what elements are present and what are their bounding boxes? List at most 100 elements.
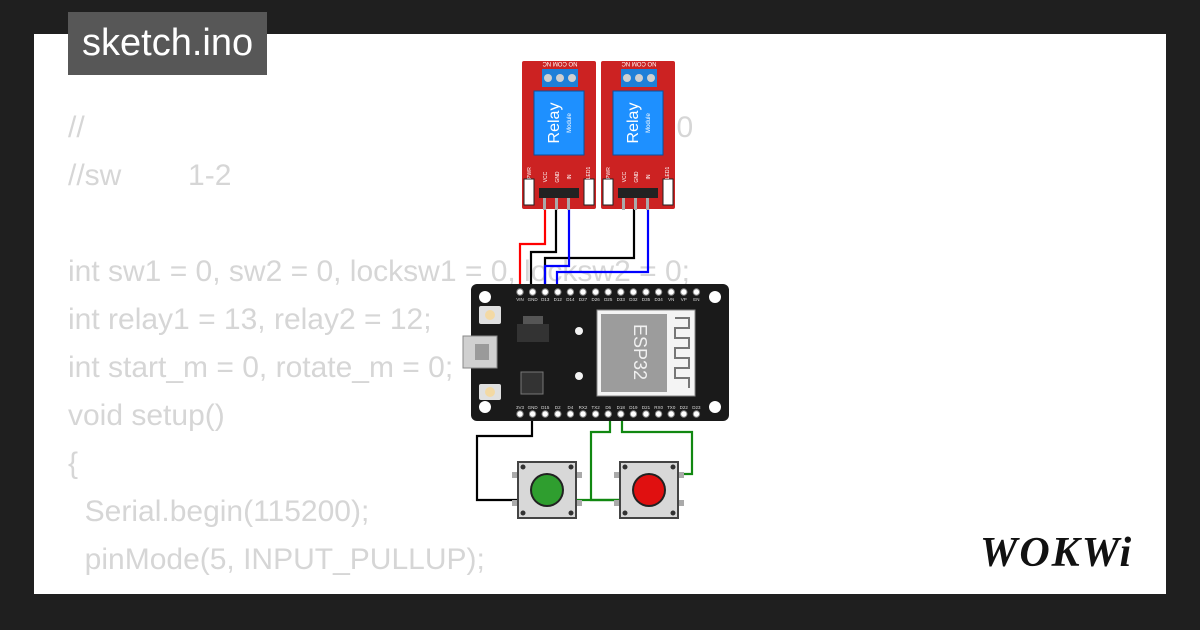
esp32-pin-label: D5	[605, 405, 611, 410]
esp32-pin[interactable]	[541, 288, 549, 296]
esp32-pin[interactable]	[692, 410, 701, 418]
esp32-pin-label: D15	[541, 405, 550, 410]
code-line: int start_m = 0, rotate_m = 0;	[68, 351, 454, 384]
wokwi-logo-text: WOKWi	[980, 530, 1133, 576]
esp32-pin[interactable]	[667, 410, 675, 418]
relay-led-1: LED1	[665, 167, 671, 180]
esp32-pin[interactable]	[667, 288, 675, 296]
esp32-pin[interactable]	[642, 410, 650, 418]
esp32-pin[interactable]	[554, 288, 562, 296]
esp32-pin[interactable]	[516, 288, 524, 296]
relay-pin-gnd: GND	[634, 171, 640, 183]
esp32-pin-label: D23	[692, 405, 701, 410]
relay-led-pwr: PWR	[527, 167, 533, 179]
wires	[475, 208, 694, 502]
esp32-pin-label: D34	[654, 297, 663, 302]
green-pushbutton[interactable]	[512, 461, 582, 519]
wokwi-logo: WOKWi	[980, 530, 1133, 576]
esp32-pin[interactable]	[617, 410, 625, 418]
esp32-pin-label: D27	[579, 297, 588, 302]
esp32-pin-label: D21	[642, 405, 651, 410]
esp32-pin[interactable]	[554, 410, 562, 418]
code-line: {	[68, 447, 79, 480]
relay-subtitle: Module	[646, 113, 652, 133]
esp32-pin[interactable]	[591, 410, 600, 418]
esp32-pin-label: D26	[591, 297, 600, 302]
esp32-pin[interactable]	[629, 410, 638, 418]
wire-blue-in2	[555, 208, 650, 287]
esp32-pin-label: D19	[629, 405, 638, 410]
wire-black-gnd	[529, 208, 558, 287]
antenna-trace	[674, 317, 690, 388]
code-line: //sw 1-2	[68, 159, 232, 192]
relay-pin-vcc: VCC	[543, 171, 549, 182]
relay-terminals-label: NO COM NC	[621, 60, 657, 66]
esp32-pin[interactable]	[629, 288, 638, 296]
relay-pin-in: IN	[567, 174, 573, 179]
wire-blue-in1	[543, 208, 571, 287]
wire-black-gnd-2	[543, 208, 636, 287]
esp32-pin[interactable]	[680, 288, 688, 296]
wire-black-button	[475, 418, 534, 502]
esp32-pin-label: D32	[629, 297, 638, 302]
esp32-pin-label: GND	[528, 297, 539, 302]
esp32-pin[interactable]	[566, 288, 575, 296]
esp32-pin[interactable]	[541, 410, 549, 418]
relay-module-1[interactable]: NO COM NC Relay Module VCC GND IN PWR LE…	[522, 60, 596, 210]
relay-title: Relay	[625, 103, 642, 144]
esp32-pin-label: D14	[566, 297, 575, 302]
esp32-pin[interactable]	[516, 410, 524, 418]
esp32-pin[interactable]	[528, 410, 537, 418]
relay-title: Relay	[546, 103, 563, 144]
relay-led-1: LED1	[586, 167, 592, 180]
esp32-pin-label: D35	[642, 297, 651, 302]
esp32-pin-label: D4	[568, 405, 574, 410]
esp32-pin[interactable]	[692, 288, 701, 296]
esp32-pin-label: RX0	[654, 405, 663, 410]
esp32-pin-label: D18	[617, 405, 626, 410]
wire-green-d18	[620, 418, 694, 476]
esp32-pin-label: TX2	[591, 405, 600, 410]
code-line: // 0	[68, 111, 694, 144]
relay-pin-vcc: VCC	[622, 171, 628, 182]
relay-pin-in: IN	[646, 174, 652, 179]
relay-pin-gnd: GND	[555, 171, 561, 183]
esp32-pin[interactable]	[604, 288, 612, 296]
esp32-pin[interactable]	[579, 288, 587, 296]
esp32-pin-label: TX0	[667, 405, 676, 410]
esp32-pin[interactable]	[528, 288, 537, 296]
relay-module-2[interactable]: NO COM NC Relay Module VCC GND IN PWR LE…	[601, 60, 675, 210]
esp32-pin[interactable]	[591, 288, 600, 296]
wire-red-vcc	[518, 208, 547, 287]
red-pushbutton[interactable]	[614, 461, 684, 519]
esp32-pin-label: VN	[668, 297, 674, 302]
esp32-pin-label: D25	[604, 297, 613, 302]
esp32-pin[interactable]	[642, 288, 650, 296]
esp32-pin[interactable]	[566, 410, 575, 418]
esp32-pin[interactable]	[617, 288, 625, 296]
esp32-pin[interactable]	[579, 410, 587, 418]
esp32-pin-label: RX2	[579, 405, 588, 410]
esp32-pin-label: EN	[693, 297, 699, 302]
esp32-pin-label: D13	[541, 297, 550, 302]
code-line: void setup()	[68, 399, 225, 432]
relay-subtitle: Module	[567, 113, 573, 133]
esp32-label: ESP32	[630, 324, 650, 380]
esp32-pin[interactable]	[680, 410, 688, 418]
esp32-pin[interactable]	[654, 410, 663, 418]
relay-terminals-label: NO COM NC	[542, 60, 578, 66]
esp32-pin-label: 3V3	[516, 405, 525, 410]
file-name-label: sketch.ino	[82, 22, 254, 64]
relay-led-pwr: PWR	[606, 167, 612, 179]
code-line: int relay1 = 13, relay2 = 12;	[68, 303, 432, 336]
esp32-pin-label: D12	[554, 297, 563, 302]
file-name-tab[interactable]: sketch.ino	[68, 12, 268, 75]
esp32-pin-label: D22	[680, 405, 689, 410]
code-line: pinMode(5, INPUT_PULLUP);	[68, 543, 485, 576]
esp32-pin[interactable]	[654, 288, 663, 296]
esp32-pin[interactable]	[604, 410, 612, 418]
